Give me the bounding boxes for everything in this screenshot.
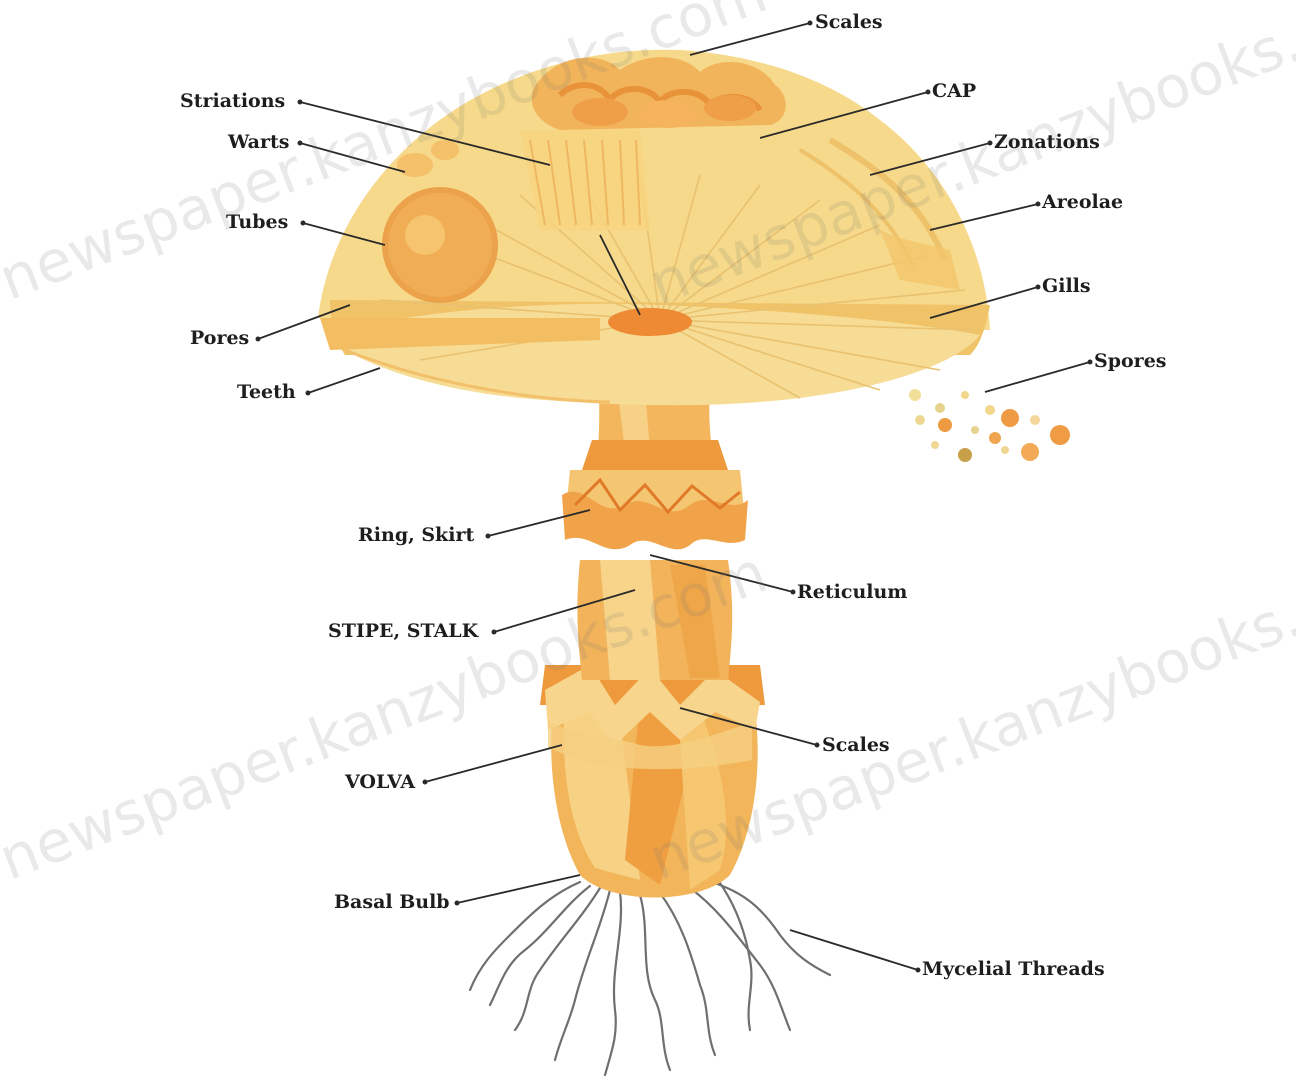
label-scales-top: Scales — [815, 11, 883, 33]
label-striations: Striations — [180, 90, 285, 112]
label-stipe-stalk: STIPE, STALK — [328, 620, 478, 642]
label-volva: VOLVA — [345, 771, 415, 793]
mycelial-threads — [470, 880, 830, 1075]
label-gills: Gills — [1042, 275, 1091, 297]
label-spores: Spores — [1094, 350, 1166, 372]
label-tubes: Tubes — [226, 211, 288, 233]
label-scales-volva: Scales — [822, 734, 890, 756]
volva-bulb — [540, 665, 765, 898]
label-zonations: Zonations — [994, 131, 1100, 153]
label-reticulum: Reticulum — [797, 581, 907, 603]
label-pores: Pores — [190, 327, 249, 349]
label-basal-bulb: Basal Bulb — [334, 891, 450, 913]
label-mycelial-threads: Mycelial Threads — [922, 958, 1105, 980]
label-warts: Warts — [228, 131, 289, 153]
spores — [909, 389, 1070, 462]
label-cap: CAP — [932, 80, 976, 102]
label-teeth: Teeth — [237, 381, 296, 403]
label-areolae: Areolae — [1042, 191, 1123, 213]
ring-skirt — [562, 440, 748, 549]
label-ring-skirt: Ring, Skirt — [358, 524, 474, 546]
